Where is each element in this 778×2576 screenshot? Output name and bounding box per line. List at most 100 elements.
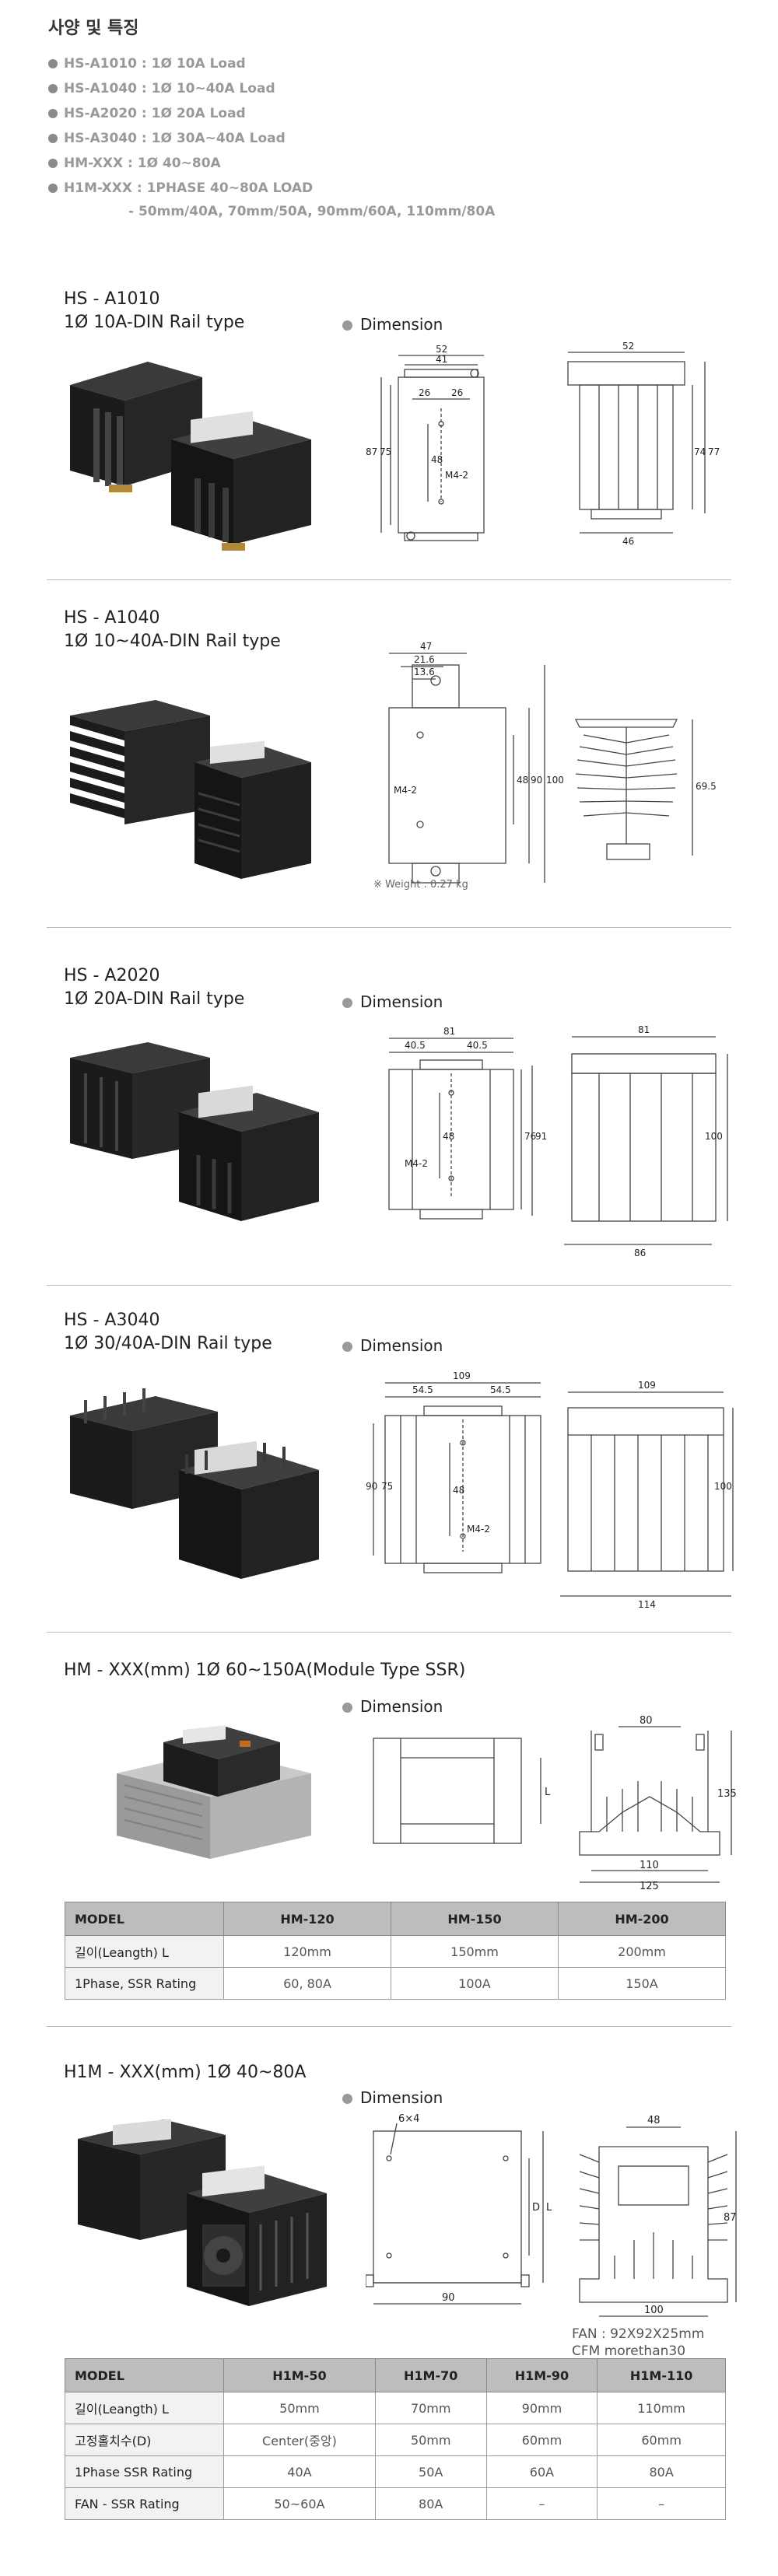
spec-item: HM-XXX : 1Ø 40~80A (48, 151, 313, 176)
table-header-cell: HM-200 (558, 1902, 726, 1936)
svg-text:109: 109 (638, 1380, 656, 1391)
svg-text:74: 74 (694, 446, 706, 457)
svg-text:M4-2: M4-2 (394, 785, 417, 796)
table-cell: 50mm (374, 2424, 487, 2456)
section-subtitle-hs-a1010: 1Ø 10A-DIN Rail type (64, 313, 245, 332)
table-row: 고정홀치수(D) Center(중앙) 50mm 60mm 60mm (65, 2424, 726, 2456)
svg-text:41: 41 (436, 354, 447, 365)
table-cell: 길이(Leangth) L (65, 2392, 224, 2424)
svg-text:110: 110 (640, 1860, 659, 1871)
table-header-cell: HM-120 (223, 1902, 391, 1936)
svg-text:13.6: 13.6 (414, 667, 435, 677)
section-subtitle-hs-a1040: 1Ø 10~40A-DIN Rail type (64, 632, 281, 651)
table-cell: 200mm (558, 1935, 726, 1968)
section-divider (47, 579, 731, 580)
table-cell: 60A (485, 2455, 598, 2488)
table-row: FAN - SSR Rating 50~60A 80A – – (65, 2487, 726, 2520)
svg-text:M4-2: M4-2 (467, 1524, 490, 1535)
section-title-h1m-xxx: H1M - XXX(mm) 1Ø 40~80A (64, 2063, 307, 2082)
svg-text:77: 77 (708, 446, 720, 457)
dimension-drawing-hs-a1040: 47 21.6 13.6 48 90 100 M4-2 69.5 (388, 641, 717, 884)
svg-text:90: 90 (366, 1481, 377, 1492)
table-header-cell: HM-150 (391, 1902, 559, 1936)
svg-text:109: 109 (453, 1370, 471, 1381)
spec-title: 사양 및 특징 (48, 19, 139, 38)
svg-text:54.5: 54.5 (490, 1384, 511, 1395)
svg-text:100: 100 (705, 1131, 723, 1142)
bullet-icon (48, 59, 58, 68)
table-cell: 120mm (223, 1935, 391, 1968)
svg-text:54.5: 54.5 (412, 1384, 433, 1395)
bullet-icon (48, 159, 58, 168)
table-cell: 150mm (391, 1935, 559, 1968)
svg-text:81: 81 (443, 1026, 455, 1037)
section-title-hs-a2020: HS - A2020 (64, 966, 160, 985)
bullet-icon (342, 2094, 352, 2104)
table-cell: 50mm (223, 2392, 376, 2424)
table-cell: 길이(Leangth) L (65, 1935, 224, 1968)
table-header-cell: H1M-70 (374, 2358, 487, 2392)
svg-text:100: 100 (644, 2305, 664, 2316)
svg-text:L: L (546, 2202, 552, 2214)
table-cell: 150A (558, 1967, 726, 2000)
svg-text:87: 87 (366, 446, 377, 457)
table-cell: 50A (374, 2455, 487, 2488)
section-title-hs-a3040: HS - A3040 (64, 1311, 160, 1330)
dimension-label: Dimension (342, 2088, 443, 2107)
weight-note: ※ Weight : 0.27 kg (373, 879, 468, 891)
product-photo-hs-a1010 (70, 362, 311, 551)
table-row: 길이(Leangth) L 50mm 70mm 90mm 110mm (65, 2392, 726, 2424)
svg-text:90: 90 (531, 775, 542, 786)
spec-sub-ratings: - 50mm/40A, 70mm/50A, 90mm/60A, 110mm/80… (128, 204, 496, 219)
bullet-icon (342, 320, 352, 331)
table-header-cell: H1M-110 (597, 2358, 726, 2392)
table-cell: 50~60A (223, 2487, 376, 2520)
svg-text:40.5: 40.5 (467, 1040, 488, 1051)
bullet-icon (342, 1703, 352, 1713)
svg-text:D: D (532, 2202, 540, 2214)
table-header-row: MODEL HM-120 HM-150 HM-200 (65, 1902, 726, 1936)
bullet-icon (48, 134, 58, 143)
svg-text:86: 86 (634, 1248, 646, 1258)
svg-text:48: 48 (517, 775, 528, 786)
dimension-label: Dimension (342, 1697, 443, 1716)
product-photo-hm-xxx (117, 1725, 311, 1859)
product-photo-hs-a2020 (70, 1042, 319, 1221)
bullet-icon (342, 1342, 352, 1352)
svg-text:48: 48 (647, 2115, 661, 2126)
table-cell: – (485, 2487, 598, 2520)
svg-text:114: 114 (638, 1599, 656, 1610)
dimension-drawing-h1m-xxx: 6×4 D L 90 48 87 100 (366, 2113, 737, 2317)
section-divider (47, 1285, 731, 1286)
table-cell: 60mm (485, 2424, 598, 2456)
svg-text:80: 80 (640, 1715, 653, 1727)
spec-item: H1M-XXX : 1PHASE 40~80A LOAD (48, 176, 313, 201)
table-row: 1Phase SSR Rating 40A 50A 60A 80A (65, 2455, 726, 2488)
svg-text:21.6: 21.6 (414, 654, 435, 665)
table-header-cell: H1M-90 (485, 2358, 598, 2392)
svg-text:91: 91 (535, 1131, 547, 1142)
section-subtitle-hs-a3040: 1Ø 30/40A-DIN Rail type (64, 1334, 272, 1353)
svg-text:69.5: 69.5 (696, 781, 717, 792)
svg-text:100: 100 (546, 775, 564, 786)
svg-text:48: 48 (453, 1485, 464, 1496)
table-cell: 1Phase SSR Rating (65, 2455, 224, 2488)
bullet-icon (48, 184, 58, 193)
dimension-drawing-hs-a3040: 109 54.5 54.5 90 75 48 M4-2 109 100 114 (366, 1370, 734, 1610)
svg-text:76: 76 (524, 1131, 536, 1142)
bullet-icon (48, 109, 58, 118)
table-header-cell: H1M-50 (223, 2358, 376, 2392)
svg-text:26: 26 (419, 387, 430, 398)
spec-item: HS-A3040 : 1Ø 30A~40A Load (48, 126, 313, 151)
svg-text:90: 90 (442, 2292, 455, 2304)
svg-text:M4-2: M4-2 (405, 1158, 428, 1169)
table-cell: 90mm (485, 2392, 598, 2424)
table-row: 1Phase, SSR Rating 60, 80A 100A 150A (65, 1967, 726, 2000)
section-title-hs-a1040: HS - A1040 (64, 608, 160, 628)
bullet-icon (342, 998, 352, 1008)
svg-text:26: 26 (451, 387, 463, 398)
svg-text:100: 100 (714, 1481, 732, 1492)
product-photo-hs-a3040 (70, 1388, 319, 1579)
spec-item: HS-A1010 : 1Ø 10A Load (48, 51, 313, 76)
hm-spec-table: MODEL HM-120 HM-150 HM-200 길이(Leangth) L… (65, 1902, 726, 2000)
